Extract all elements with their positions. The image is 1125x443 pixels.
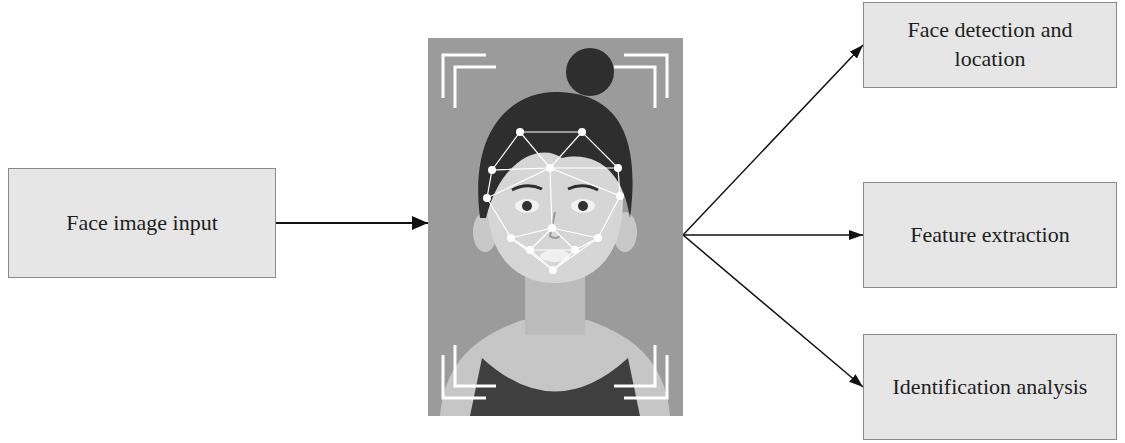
process-box: Identification analysis — [863, 334, 1117, 440]
eye — [571, 199, 595, 213]
eyebrow — [512, 186, 542, 190]
face-mesh — [487, 132, 620, 270]
mouth — [540, 250, 570, 262]
photo-background — [428, 38, 683, 416]
box-label: Identification analysis — [893, 373, 1088, 402]
box-label: Feature extraction — [910, 221, 1069, 250]
mesh-points — [483, 128, 624, 274]
hair-bun — [566, 48, 614, 96]
box-label: Face image input — [66, 209, 218, 238]
process-box: Feature extraction — [863, 182, 1117, 288]
process-box: Face detection and location — [863, 2, 1117, 88]
hair — [478, 92, 632, 218]
focus-brackets — [443, 55, 667, 398]
iris — [522, 201, 532, 211]
eye — [515, 199, 539, 213]
arrow-head — [412, 216, 428, 230]
box-label: Face detection and location — [894, 16, 1086, 73]
iris — [578, 201, 588, 211]
eyebrow — [568, 186, 598, 190]
process-box: Face image input — [8, 168, 276, 278]
